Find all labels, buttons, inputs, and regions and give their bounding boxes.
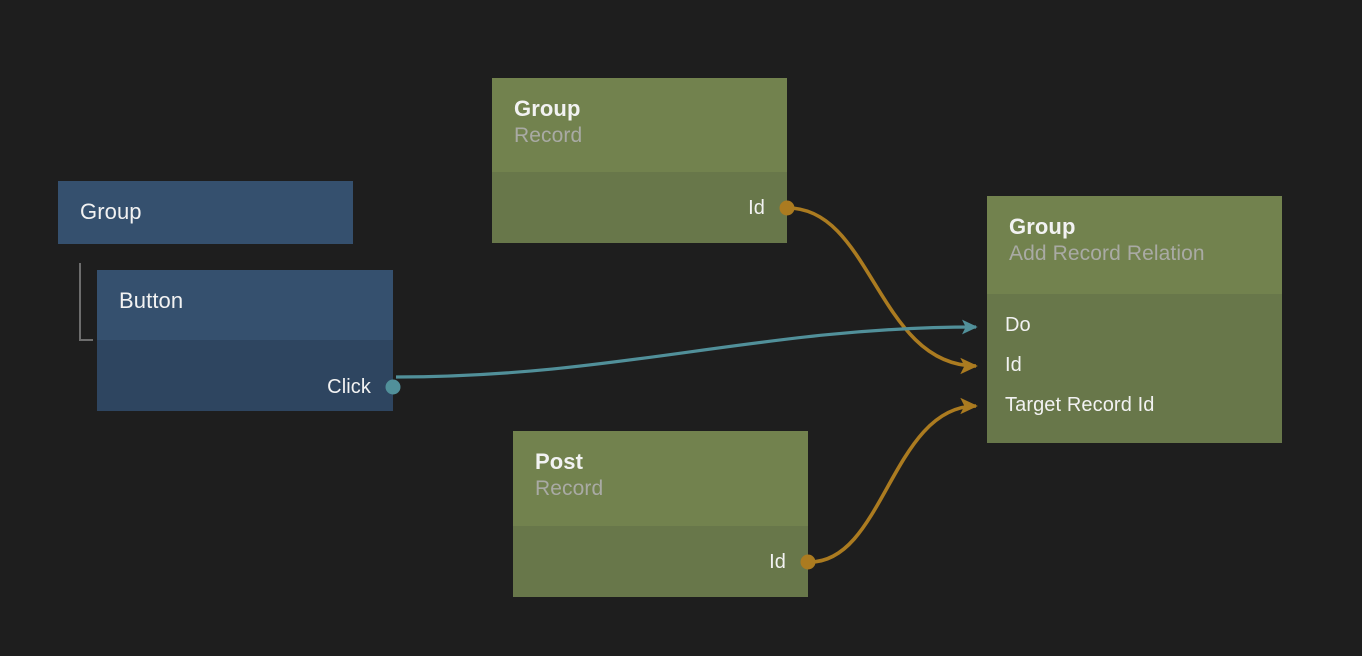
output-port-group-record-id-label: Id xyxy=(748,196,765,219)
node-group-add-record-relation[interactable]: Group Add Record Relation Do Id Target R… xyxy=(987,196,1282,443)
node-button-element-title: Button xyxy=(119,288,184,313)
node-post-record-header: Post Record xyxy=(513,431,808,526)
node-group-add-record-relation-title: Group xyxy=(1009,214,1076,239)
input-port-id-label: Id xyxy=(1005,353,1022,376)
node-group-add-record-relation-body: Do Id Target Record Id xyxy=(987,294,1282,443)
node-group-record-title: Group xyxy=(514,96,581,121)
node-group-record[interactable]: Group Record Id xyxy=(492,78,795,243)
tree-connector-vertical-line xyxy=(79,263,81,341)
node-group-record-subtitle: Record xyxy=(514,123,583,147)
node-post-record[interactable]: Post Record Id xyxy=(513,431,816,597)
output-port-click[interactable]: Click xyxy=(97,367,401,407)
node-button-element-body: Click xyxy=(97,340,401,411)
output-port-group-record-id-dot[interactable] xyxy=(779,200,795,216)
node-group-add-record-relation-subtitle: Add Record Relation xyxy=(1009,241,1205,265)
node-button-element-header: Button xyxy=(97,270,393,340)
wire-group-record-id-to-id xyxy=(787,206,978,375)
node-group-element-header: Group xyxy=(58,181,353,244)
wire-post-record-id-to-target-record-id xyxy=(809,397,978,564)
node-post-record-title: Post xyxy=(535,449,584,474)
tree-connector-horizontal-line xyxy=(79,339,93,341)
input-port-do-label: Do xyxy=(1005,313,1031,336)
output-port-click-label: Click xyxy=(327,375,371,398)
output-port-post-record-id-label: Id xyxy=(769,550,786,573)
node-group-record-header: Group Record xyxy=(492,78,787,172)
node-post-record-body: Id xyxy=(513,526,816,597)
wire-button-click-to-do xyxy=(395,319,978,379)
input-port-target-record-id-label: Target Record Id xyxy=(1005,393,1155,416)
node-group-record-body: Id xyxy=(492,172,795,243)
tree-connector-group-to-button xyxy=(79,263,93,341)
node-group-element[interactable]: Group xyxy=(58,181,353,250)
output-port-post-record-id-dot[interactable] xyxy=(800,554,816,570)
output-port-click-dot[interactable] xyxy=(385,379,401,395)
node-button-element[interactable]: Button Click xyxy=(97,270,401,411)
output-port-group-record-id[interactable]: Id xyxy=(492,188,795,228)
input-port-target-record-id[interactable]: Target Record Id xyxy=(987,385,1282,425)
node-group-add-record-relation-header: Group Add Record Relation xyxy=(987,196,1282,294)
node-post-record-subtitle: Record xyxy=(535,476,604,500)
input-port-id[interactable]: Id xyxy=(987,345,1282,385)
input-port-do[interactable]: Do xyxy=(987,305,1282,345)
node-group-element-title: Group xyxy=(80,199,142,224)
output-port-post-record-id[interactable]: Id xyxy=(513,542,816,582)
